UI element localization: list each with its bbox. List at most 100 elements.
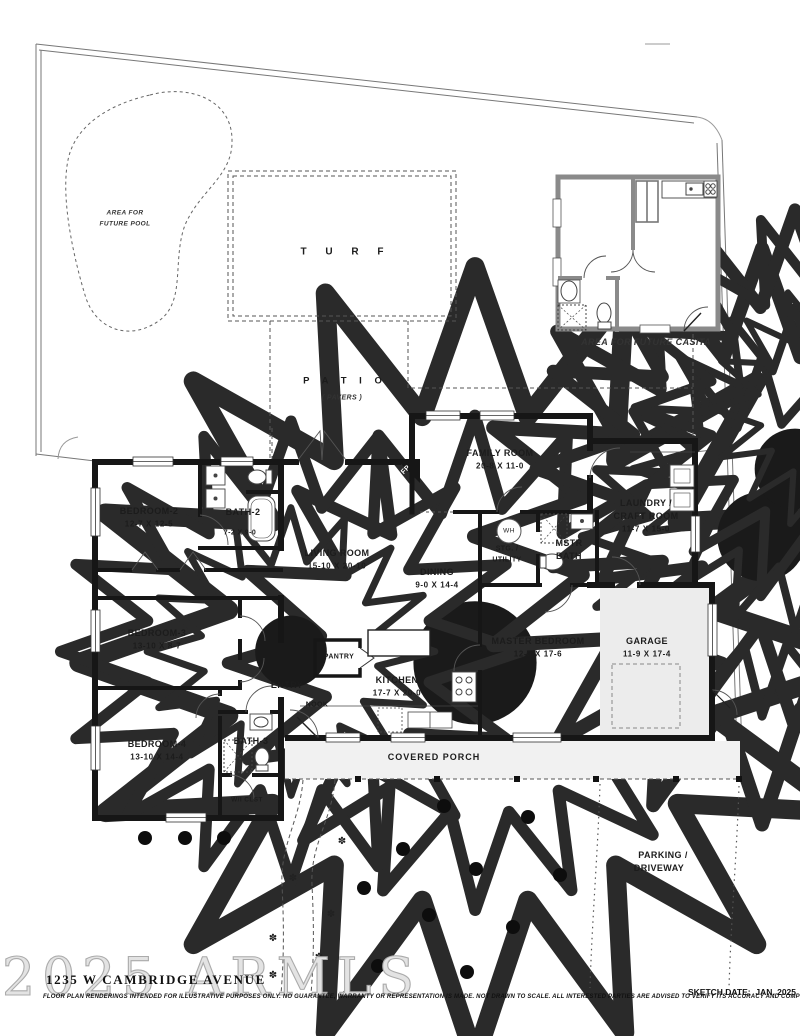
shrub-icon: [521, 810, 535, 824]
armls-watermark: 2025 ARMLS: [1, 947, 421, 1008]
living-room-label: LIVING ROOM: [304, 548, 370, 558]
shrubs: [138, 799, 567, 979]
casita-doors: [583, 249, 709, 332]
sketch-date-value: JAN. 2025: [755, 987, 796, 997]
shrub-icon: [178, 831, 192, 845]
master-bedroom-dims: 12-0 X 17-6: [513, 649, 563, 659]
shower-icon: [540, 513, 568, 544]
casita-kitchen-icons: [661, 180, 718, 199]
covered-porch: [285, 741, 742, 782]
small-plants: ✽ ✽ ✽ ✽ ✽ ✽: [269, 836, 346, 981]
nook-label: NOOK: [305, 701, 329, 709]
garage-label: GARAGE: [626, 636, 668, 646]
toilet-icon: [254, 747, 270, 772]
mstr-bath-label-line1: MSTR: [555, 538, 583, 548]
casita-label: AREA FOR FUTURE CASITA: [581, 337, 711, 347]
bath2-dims: 7-2 X 9-0: [223, 529, 257, 537]
covered-porch-label: COVERED PORCH: [387, 752, 481, 762]
bathtub-icon: [247, 495, 276, 542]
laundry-label-line1: LAUNDRY /: [619, 498, 673, 508]
bedroom3-dims: 13-10 X 8-7: [132, 641, 182, 651]
toilet-icon: [539, 553, 564, 571]
shrub-icon: [437, 799, 451, 813]
shrub-icon: [138, 831, 152, 845]
sketch-date: SKETCH DATE: JAN. 2025: [688, 987, 796, 997]
sink-icon: [205, 465, 226, 486]
shrub-icon: [217, 831, 231, 845]
patio-label: P A T I O: [303, 375, 387, 387]
pantry-walls: [313, 638, 375, 678]
water-heater-icon: [496, 518, 522, 544]
walkway-path: [280, 779, 336, 995]
family-room-dims: 20-8 X 11-0: [476, 461, 524, 471]
shrub-icon: [357, 881, 371, 895]
casita-closet-icon: [635, 180, 659, 223]
shrub-icon: [396, 842, 410, 856]
plant-icon: ✽: [315, 952, 323, 963]
entry-label: ENTRY: [270, 680, 304, 690]
stove-icon: [451, 671, 477, 703]
doors: [131, 429, 738, 800]
shrub-icon: [553, 868, 567, 882]
sink-icon: [570, 513, 594, 530]
garage-area: [600, 588, 709, 735]
dining-label: DINING: [420, 567, 454, 577]
bedroom4-label: BEDROOM-4: [127, 739, 187, 749]
patio-pavers-label: ( PAVERS ): [321, 394, 363, 402]
sink-icon: [249, 713, 273, 731]
shrub-icon: [371, 959, 385, 973]
water-heater-label: WH: [503, 527, 515, 535]
stg-utility-label-line1: STG. /: [495, 545, 519, 553]
kitchen-counter-icon: [300, 705, 478, 733]
sink-icon: [205, 488, 226, 509]
master-bedroom-label: MASTER BEDROOM: [491, 636, 585, 646]
living-room-dims: 15-10 X 20-10: [307, 561, 367, 571]
plant-icon: ✽: [327, 909, 335, 920]
fixtures: [205, 451, 695, 773]
wi-closet-label: W/I CLST: [231, 796, 263, 804]
driveway-edges: [589, 783, 740, 989]
laundry-label-line2: CRAFT ROOM: [613, 511, 679, 521]
pool-label-line2: FUTURE POOL: [99, 220, 151, 228]
kitchen-island-icon: [367, 629, 431, 657]
dining-dims: 9-0 X 14-4: [415, 580, 459, 590]
sketch-date-label: SKETCH DATE:: [687, 987, 751, 997]
shrub-icon: [422, 908, 436, 922]
bedroom2-label: BEDROOM-2: [119, 506, 179, 516]
toilet-icon: [247, 469, 273, 485]
bedroom4-dims: 13-10 X 14-4: [130, 752, 184, 762]
family-room-label: FAMILY ROOM: [466, 448, 534, 458]
mstr-bath-label-line2: BATH: [556, 551, 582, 561]
disclaimer-text: FLOOR PLAN RENDERINGS INTENDED FOR ILLUS…: [43, 994, 800, 1000]
plant-icon: ✽: [269, 970, 277, 981]
bath2-label: BATH-2: [225, 507, 261, 517]
pool-label-line1: AREA FOR: [106, 209, 144, 217]
shower-icon: [223, 739, 253, 773]
washer-dryer-icon: [630, 451, 695, 512]
house-interior-walls: [93, 459, 599, 820]
kitchen-dims: 17-7 X 20-0: [372, 688, 422, 698]
plant-icon: ✽: [289, 873, 297, 884]
stg-utility-label-line2: UTILITY: [492, 556, 522, 564]
shrub-icon: [469, 862, 483, 876]
turf-label: T U R F: [300, 246, 392, 258]
kitchen-label: KITCHEN: [375, 675, 419, 685]
casita-windows: [552, 198, 671, 334]
bedroom2-dims: 12-7 X 12-5: [124, 519, 174, 529]
plant-icon: ✽: [338, 836, 346, 847]
parking-label-line2: DRIVEWAY: [633, 863, 685, 873]
windows: [90, 410, 718, 823]
property-address: 1235 W CAMBRIDGE AVENUE: [46, 972, 266, 987]
casita: [552, 174, 721, 334]
pantry-label: PANTRY: [323, 653, 355, 661]
plant-icon: ✽: [269, 933, 277, 944]
patio-outline: [269, 321, 694, 460]
shrub-icon: [460, 965, 474, 979]
casita-bath-icons: [557, 279, 612, 331]
turf-outline: [227, 170, 457, 322]
bath3-label: BATH-3: [233, 736, 269, 746]
garage-dims: 11-9 X 17-4: [623, 649, 671, 659]
bedroom3-label: BEDROOM-3: [127, 628, 187, 638]
